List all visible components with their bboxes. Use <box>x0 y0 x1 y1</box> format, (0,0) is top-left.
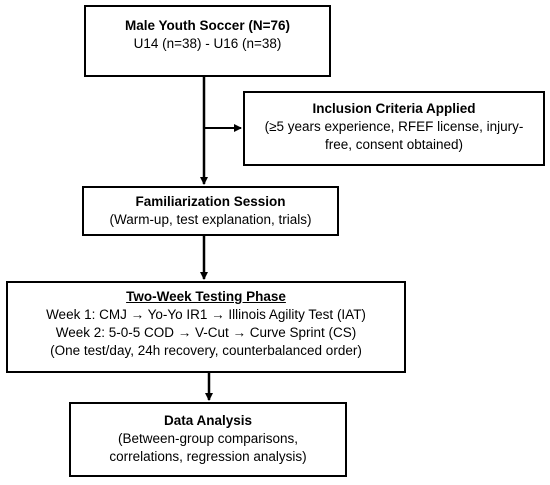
participants-box: Male Youth Soccer (N=76) U14 (n=38) - U1… <box>84 5 331 77</box>
inclusion-criteria-box: Inclusion Criteria Applied (≥5 years exp… <box>243 91 545 166</box>
analysis-title: Data Analysis <box>163 413 253 428</box>
testing-week-2: Week 2: 5-0-5 COD → V-Cut → Curve Sprint… <box>55 325 357 340</box>
analysis-line-1: (Between-group comparisons, <box>117 431 299 446</box>
inclusion-line-1: (≥5 years experience, RFEF license, inju… <box>264 119 524 134</box>
familiarization-title: Familiarization Session <box>135 194 286 209</box>
inclusion-title: Inclusion Criteria Applied <box>312 101 476 116</box>
testing-title: Two-Week Testing Phase <box>126 289 286 304</box>
familiarization-box: Familiarization Session (Warm-up, test e… <box>82 186 339 236</box>
testing-week-1: Week 1: CMJ → Yo-Yo IR1 → Illinois Agili… <box>46 307 366 322</box>
testing-protocol: (One test/day, 24h recovery, counterbala… <box>50 343 362 358</box>
participants-groups: U14 (n=38) - U16 (n=38) <box>133 36 282 51</box>
familiarization-details: (Warm-up, test explanation, trials) <box>109 212 312 227</box>
data-analysis-box: Data Analysis (Between-group comparisons… <box>69 402 347 477</box>
participants-title: Male Youth Soccer (N=76) <box>125 18 290 33</box>
analysis-line-2: correlations, regression analysis) <box>109 449 307 464</box>
inclusion-line-2: free, consent obtained) <box>324 137 464 152</box>
testing-phase-box: Two-Week Testing Phase Week 1: CMJ → Yo-… <box>6 281 406 373</box>
